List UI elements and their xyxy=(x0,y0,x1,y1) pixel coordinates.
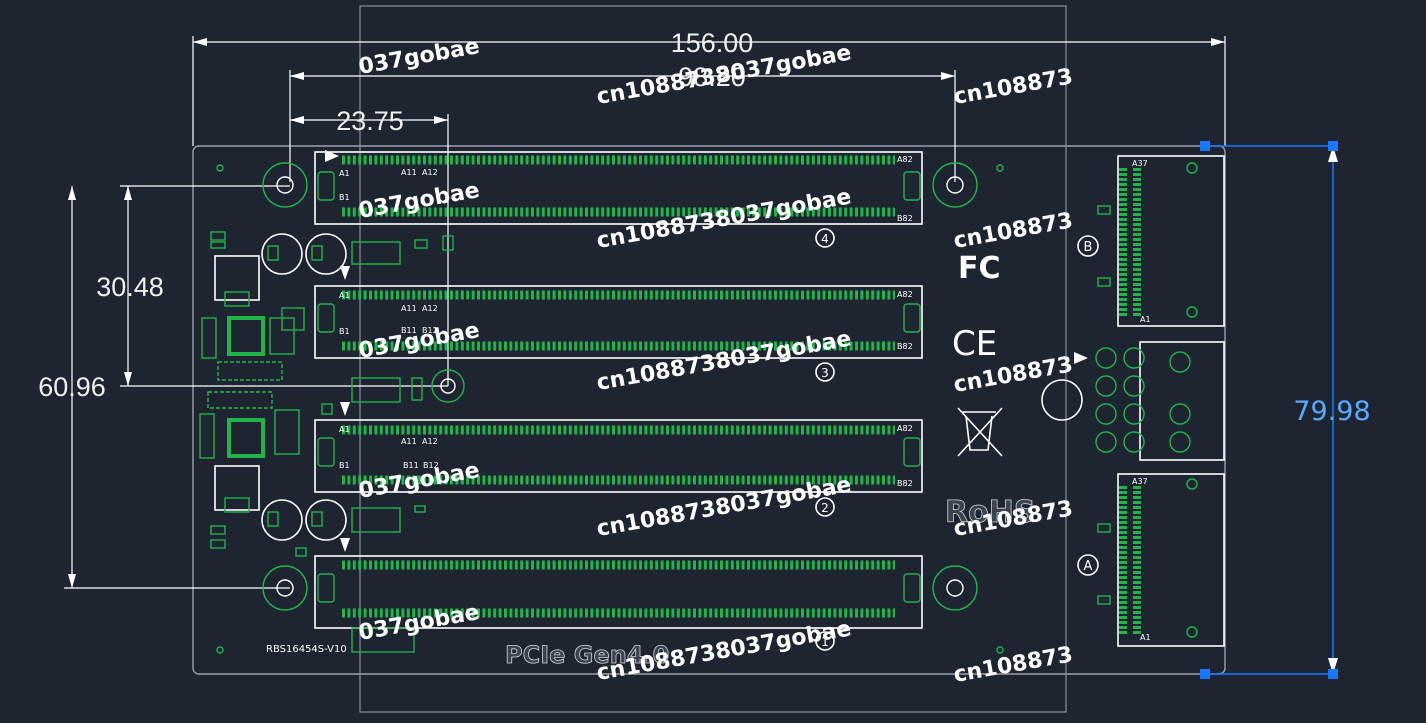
dim-slot-span-label: 98.20 xyxy=(678,62,746,92)
svg-text:cn108873: cn108873 xyxy=(952,208,1075,254)
svg-text:A37: A37 xyxy=(1132,159,1148,168)
mounting-holes xyxy=(216,162,1004,654)
dim-hole-spacing-label: 60.96 xyxy=(38,372,106,402)
svg-text:A1: A1 xyxy=(1140,315,1151,324)
grip-handle[interactable] xyxy=(1200,141,1210,151)
side-connector-b: A37 A1 B xyxy=(1077,155,1225,327)
dim-slot-span: 98.20 xyxy=(289,62,956,182)
pcie-slot-4: A1 B1 A11 A12 A82 B82 4 xyxy=(314,150,923,248)
weee-bin-icon xyxy=(957,407,1003,457)
svg-text:A1: A1 xyxy=(339,425,350,434)
svg-text:A82: A82 xyxy=(897,290,913,299)
svg-text:037gobae: 037gobae xyxy=(357,34,482,80)
svg-text:B1: B1 xyxy=(339,327,350,336)
side-connector-a: A37 A1 A xyxy=(1077,473,1225,647)
pcie-slot-3: A1 B1 A11 A12 B11 B12 A82 B82 3 xyxy=(314,266,923,382)
certification-marks: FC CE RoHS xyxy=(945,251,1036,530)
board-outline xyxy=(192,145,1226,675)
svg-text:037gobae: 037gobae xyxy=(357,318,482,364)
svg-text:037gobae: 037gobae xyxy=(357,458,482,504)
ce-mark: CE xyxy=(952,324,997,364)
svg-text:B82: B82 xyxy=(897,479,913,488)
svg-text:A1: A1 xyxy=(1140,633,1151,642)
interface-label: PCIe Gen4.0 xyxy=(505,641,669,669)
dim-hole-spacing: 60.96 xyxy=(38,186,290,589)
view-frame xyxy=(359,5,1067,713)
svg-text:037gobae: 037gobae xyxy=(357,600,482,646)
svg-text:B82: B82 xyxy=(897,214,913,223)
svg-text:B11: B11 xyxy=(401,326,417,335)
slot-index-label: 2 xyxy=(821,501,829,515)
svg-text:B12: B12 xyxy=(423,461,439,470)
svg-text:cn1088738037gobae: cn1088738037gobae xyxy=(595,184,854,253)
slot-index-label: 1 xyxy=(821,635,829,649)
power-circuitry xyxy=(199,231,1083,653)
svg-text:A11: A11 xyxy=(401,304,417,313)
dim-overall-width-label: 156.00 xyxy=(671,28,754,58)
svg-text:A12: A12 xyxy=(422,168,438,177)
svg-text:A11: A11 xyxy=(401,168,417,177)
svg-text:A12: A12 xyxy=(422,304,438,313)
dim-selected-height-label: 79.98 xyxy=(1293,396,1370,427)
svg-text:B1: B1 xyxy=(339,193,350,202)
svg-text:A37: A37 xyxy=(1132,477,1148,486)
rohs-label: RoHS xyxy=(945,495,1035,530)
svg-text:B82: B82 xyxy=(897,342,913,351)
power-connector xyxy=(1074,341,1225,461)
svg-text:A82: A82 xyxy=(897,155,913,164)
connector-label: B xyxy=(1084,240,1093,255)
svg-text:B11: B11 xyxy=(403,461,419,470)
pcie-slot-2: A1 B1 A11 A12 B11 B12 A82 B82 2 xyxy=(314,402,923,517)
svg-text:cn1088738037gobae: cn1088738037gobae xyxy=(595,472,854,541)
pcie-slot-1: 1 xyxy=(314,538,923,651)
svg-text:A82: A82 xyxy=(897,424,913,433)
svg-text:A1: A1 xyxy=(339,291,350,300)
dim-offset-label: 23.75 xyxy=(336,106,404,136)
grip-handle[interactable] xyxy=(1200,669,1210,679)
svg-text:cn108873: cn108873 xyxy=(952,64,1075,110)
svg-text:B1: B1 xyxy=(339,461,350,470)
grip-handle[interactable] xyxy=(1328,669,1338,679)
svg-text:037gobae: 037gobae xyxy=(357,178,482,224)
svg-text:A1: A1 xyxy=(339,169,350,178)
grip-handle[interactable] xyxy=(1328,141,1338,151)
part-number-label: RBS16454S-V10 xyxy=(266,644,347,655)
slot-index-label: 4 xyxy=(821,232,829,246)
dim-slot-pitch-label: 30.48 xyxy=(96,272,164,302)
connector-label: A xyxy=(1084,559,1093,574)
svg-text:cn1088738037gobae: cn1088738037gobae xyxy=(595,326,854,395)
dim-selected-height[interactable]: 79.98 xyxy=(1200,141,1371,679)
svg-text:A12: A12 xyxy=(422,437,438,446)
fc-mark: FC xyxy=(958,251,1001,286)
slot-index-label: 3 xyxy=(821,366,829,380)
svg-text:cn108873: cn108873 xyxy=(952,642,1075,688)
svg-text:A11: A11 xyxy=(401,437,417,446)
dim-overall-width: 156.00 xyxy=(192,28,1226,146)
svg-text:B12: B12 xyxy=(422,326,438,335)
dim-slot-pitch: 30.48 xyxy=(96,185,448,387)
